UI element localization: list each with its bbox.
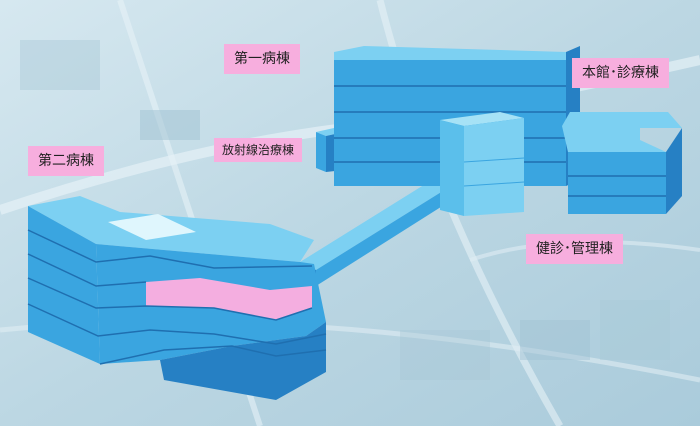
label-ward1: 第一病棟 xyxy=(224,44,300,74)
main-building xyxy=(334,46,580,216)
label-main: 本館･診療棟 xyxy=(572,58,669,88)
ward2-building xyxy=(27,196,327,400)
label-admin: 健診･管理棟 xyxy=(526,234,623,264)
label-radiation: 放射線治療棟 xyxy=(214,138,303,162)
admin-building xyxy=(562,112,682,214)
label-ward2: 第二病棟 xyxy=(28,146,104,176)
